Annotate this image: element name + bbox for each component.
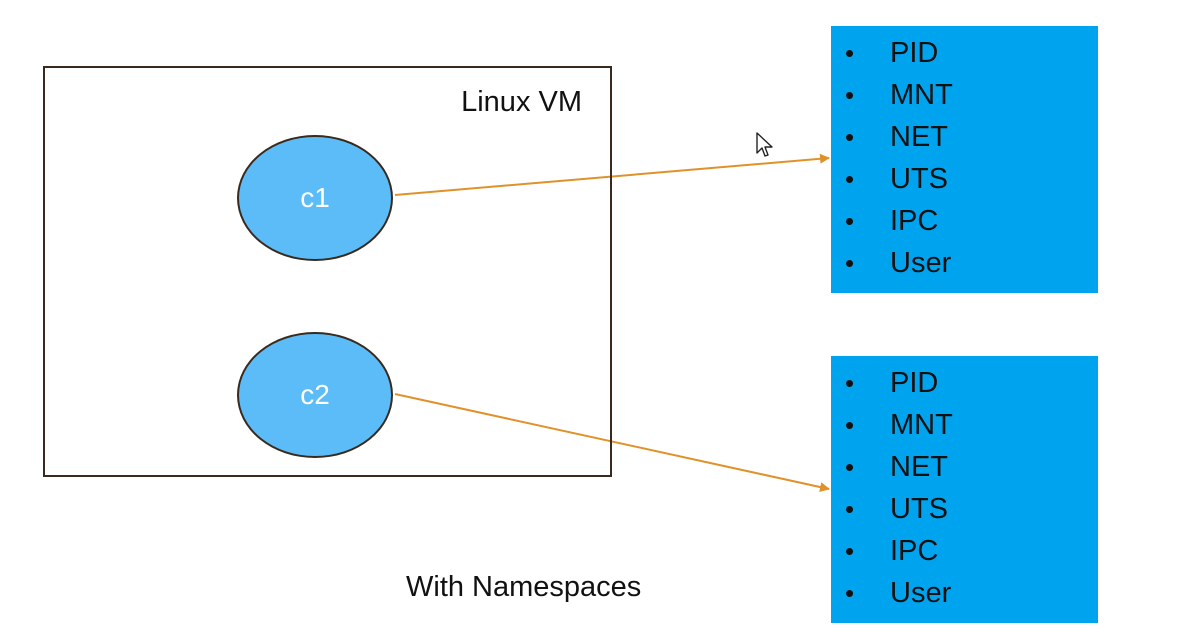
namespace-label: PID	[890, 37, 939, 69]
container-c1-label: c1	[300, 182, 330, 213]
bullet-icon: •	[845, 536, 855, 566]
container-c2-label: c2	[300, 379, 330, 410]
namespace-label: MNT	[890, 409, 953, 441]
namespace-item: • UTS	[831, 158, 1098, 200]
bullet-icon: •	[845, 368, 855, 398]
bullet-icon: •	[845, 38, 855, 68]
namespace-label: User	[890, 577, 952, 609]
namespace-item: • NET	[831, 116, 1098, 158]
bullet-icon: •	[845, 248, 855, 278]
bullet-icon: •	[845, 410, 855, 440]
namespace-item: • UTS	[831, 488, 1098, 530]
bullet-icon: •	[845, 164, 855, 194]
namespace-item: • PID	[831, 32, 1098, 74]
namespace-item: • IPC	[831, 530, 1098, 572]
diagram-caption: With Namespaces	[406, 571, 642, 603]
bullet-icon: •	[845, 206, 855, 236]
mouse-pointer-icon	[756, 132, 773, 157]
linux-vm-label: Linux VM	[461, 86, 582, 118]
namespace-item: • User	[831, 572, 1098, 614]
namespace-item: • NET	[831, 446, 1098, 488]
container-c1: c1	[237, 135, 393, 261]
namespace-panel-1: • PID • MNT • NET • UTS • IPC • User	[831, 26, 1098, 293]
namespace-item: • MNT	[831, 404, 1098, 446]
namespace-label: IPC	[890, 535, 939, 567]
namespace-list-2: • PID • MNT • NET • UTS • IPC • User	[831, 362, 1098, 614]
namespace-label: UTS	[890, 493, 948, 525]
bullet-icon: •	[845, 122, 855, 152]
bullet-icon: •	[845, 80, 855, 110]
namespace-panel-2: • PID • MNT • NET • UTS • IPC • User	[831, 356, 1098, 623]
namespace-label: MNT	[890, 79, 953, 111]
namespace-item: • IPC	[831, 200, 1098, 242]
namespace-label: IPC	[890, 205, 939, 237]
namespace-label: NET	[890, 121, 948, 153]
namespace-label: User	[890, 247, 952, 279]
namespace-label: PID	[890, 367, 939, 399]
namespace-list-1: • PID • MNT • NET • UTS • IPC • User	[831, 32, 1098, 284]
namespace-item: • PID	[831, 362, 1098, 404]
container-c2: c2	[237, 332, 393, 458]
bullet-icon: •	[845, 452, 855, 482]
namespace-item: • User	[831, 242, 1098, 284]
namespace-label: NET	[890, 451, 948, 483]
bullet-icon: •	[845, 578, 855, 608]
namespace-item: • MNT	[831, 74, 1098, 116]
bullet-icon: •	[845, 494, 855, 524]
namespace-label: UTS	[890, 163, 948, 195]
linux-vm-box: Linux VM	[43, 66, 612, 477]
